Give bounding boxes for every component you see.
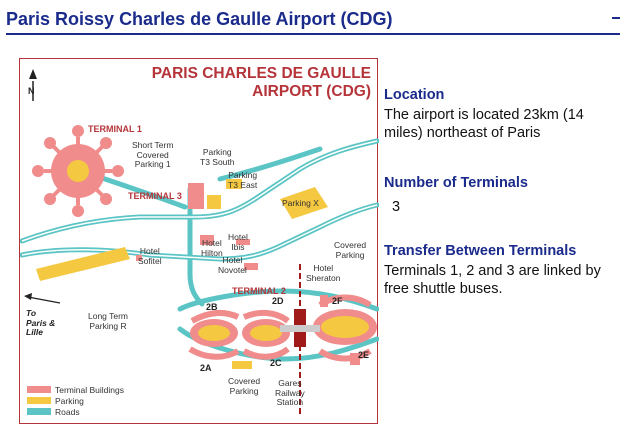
legend-parking: Parking [27, 395, 124, 406]
legend-terminal-buildings: Terminal Buildings [27, 384, 124, 395]
parking-t3-east [226, 179, 242, 189]
gate-2f-label: 2F [332, 296, 343, 306]
legend-roads: Roads [27, 406, 124, 417]
location-heading: Location [384, 87, 445, 103]
terminal-3-building [188, 183, 204, 209]
terminal-1-label: TERMINAL 1 [88, 124, 142, 134]
hotel-novotel-building [244, 263, 258, 270]
legend-swatch-terminal [27, 386, 51, 393]
transfer-section: Transfer Between Terminals Terminals 1, … [384, 242, 620, 298]
hotel-sheraton-label: Hotel Sheraton [306, 263, 341, 283]
covered-parking-bottom-label: Covered Parking [228, 376, 261, 396]
hotel-hilton-label: Hotel Hilton [201, 238, 223, 258]
hotel-sofitel-building [136, 255, 142, 261]
hotel-ibis-label: Hotel Ibis [228, 232, 248, 252]
location-section: Location The airport is located 23km (14… [384, 86, 620, 142]
legend-swatch-parking [27, 397, 51, 404]
transfer-heading: Transfer Between Terminals [384, 243, 577, 259]
parking-x [280, 187, 328, 219]
map-title-line1: PARIS CHARLES DE GAULLE [151, 65, 371, 82]
short-term-parking-label: Short Term Covered Parking 1 [132, 140, 174, 169]
gate-2a-label: 2A [200, 363, 212, 373]
map-legend: Terminal Buildings Parking Roads [27, 384, 124, 417]
terminals-value: 3 [392, 199, 401, 215]
road-centerlines [21, 140, 378, 260]
covered-parking-2c [232, 361, 252, 369]
road-north-east [217, 146, 323, 182]
parking-t3-east-label: Parking T3 East [228, 170, 258, 190]
hotel-sofitel-label: Hotel Sofitel [138, 246, 162, 266]
title-dash [612, 17, 620, 19]
transfer-text: Terminals 1, 2 and 3 are linked by free … [384, 263, 601, 297]
title-rule [6, 33, 620, 35]
hotel-hilton-building [200, 235, 214, 245]
paris-arrow-icon [24, 293, 61, 304]
gate-2d-label: 2D [272, 296, 284, 306]
railway-line [280, 264, 320, 414]
to-paris-label: To Paris & Lille [26, 308, 56, 337]
gate-2c-label: 2C [270, 358, 282, 368]
terminals-heading: Number of Terminals [384, 175, 528, 191]
page-title: Paris Roissy Charles de Gaulle Airport (… [6, 9, 393, 29]
terminal-1-building [32, 125, 124, 217]
north-arrow-icon [29, 69, 37, 101]
map-title: PARIS CHARLES DE GAULLE AIRPORT (CDG) [152, 65, 371, 101]
airport-map: PARIS CHARLES DE GAULLE AIRPORT (CDG) N … [19, 58, 379, 424]
legend-swatch-roads [27, 408, 51, 415]
long-term-parking-label: Long Term Parking R [88, 311, 129, 331]
terminal-2-label: TERMINAL 2 [232, 286, 286, 296]
gate-2e-label: 2E [358, 350, 370, 360]
parking-x-label: Parking X [282, 198, 319, 208]
north-label: N [28, 86, 35, 96]
map-title-line2: AIRPORT (CDG) [252, 83, 371, 100]
airport-map-drawing [20, 69, 379, 414]
parking-t3-south [207, 195, 221, 209]
terminal-3-label: TERMINAL 3 [128, 191, 182, 201]
hotel-novotel-label: Hotel Novotel [218, 255, 247, 275]
parking-t3-south-label: Parking T3 South [200, 147, 235, 167]
gate-2b-label: 2B [206, 302, 218, 312]
covered-parking-top-label: Covered Parking [334, 240, 367, 260]
location-text: The airport is located 23km (14 miles) n… [384, 107, 584, 141]
terminal-2-complex [188, 294, 377, 365]
hotel-ibis-building [236, 239, 250, 245]
parking-long-term-r [36, 247, 130, 281]
railway-station-label: Gares Railway Station [275, 378, 305, 407]
terminals-section: Number of Terminals 3 [384, 174, 620, 216]
